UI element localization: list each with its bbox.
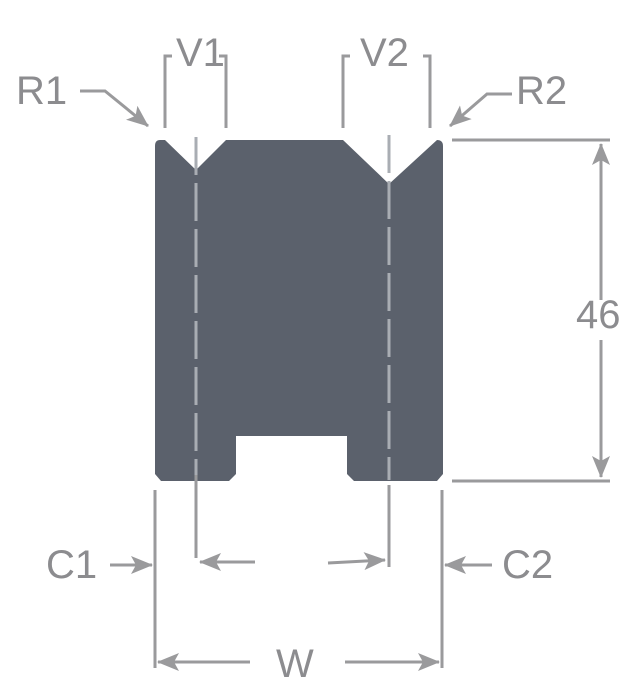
height-value: 46	[576, 293, 621, 337]
w-label: W	[276, 642, 314, 683]
r2-leader	[449, 92, 512, 128]
r1-leader	[80, 89, 149, 128]
v1-bracket	[163, 54, 228, 128]
c1-label: C1	[46, 543, 97, 587]
c2-label: C2	[502, 543, 553, 587]
v2-offset-arrow	[327, 552, 386, 571]
r2-label: R2	[516, 69, 567, 113]
die-body	[155, 140, 443, 481]
v1-label: V1	[176, 31, 225, 75]
v2-bracket	[341, 54, 432, 128]
r1-label: R1	[16, 69, 67, 113]
v2-label: V2	[360, 31, 409, 75]
